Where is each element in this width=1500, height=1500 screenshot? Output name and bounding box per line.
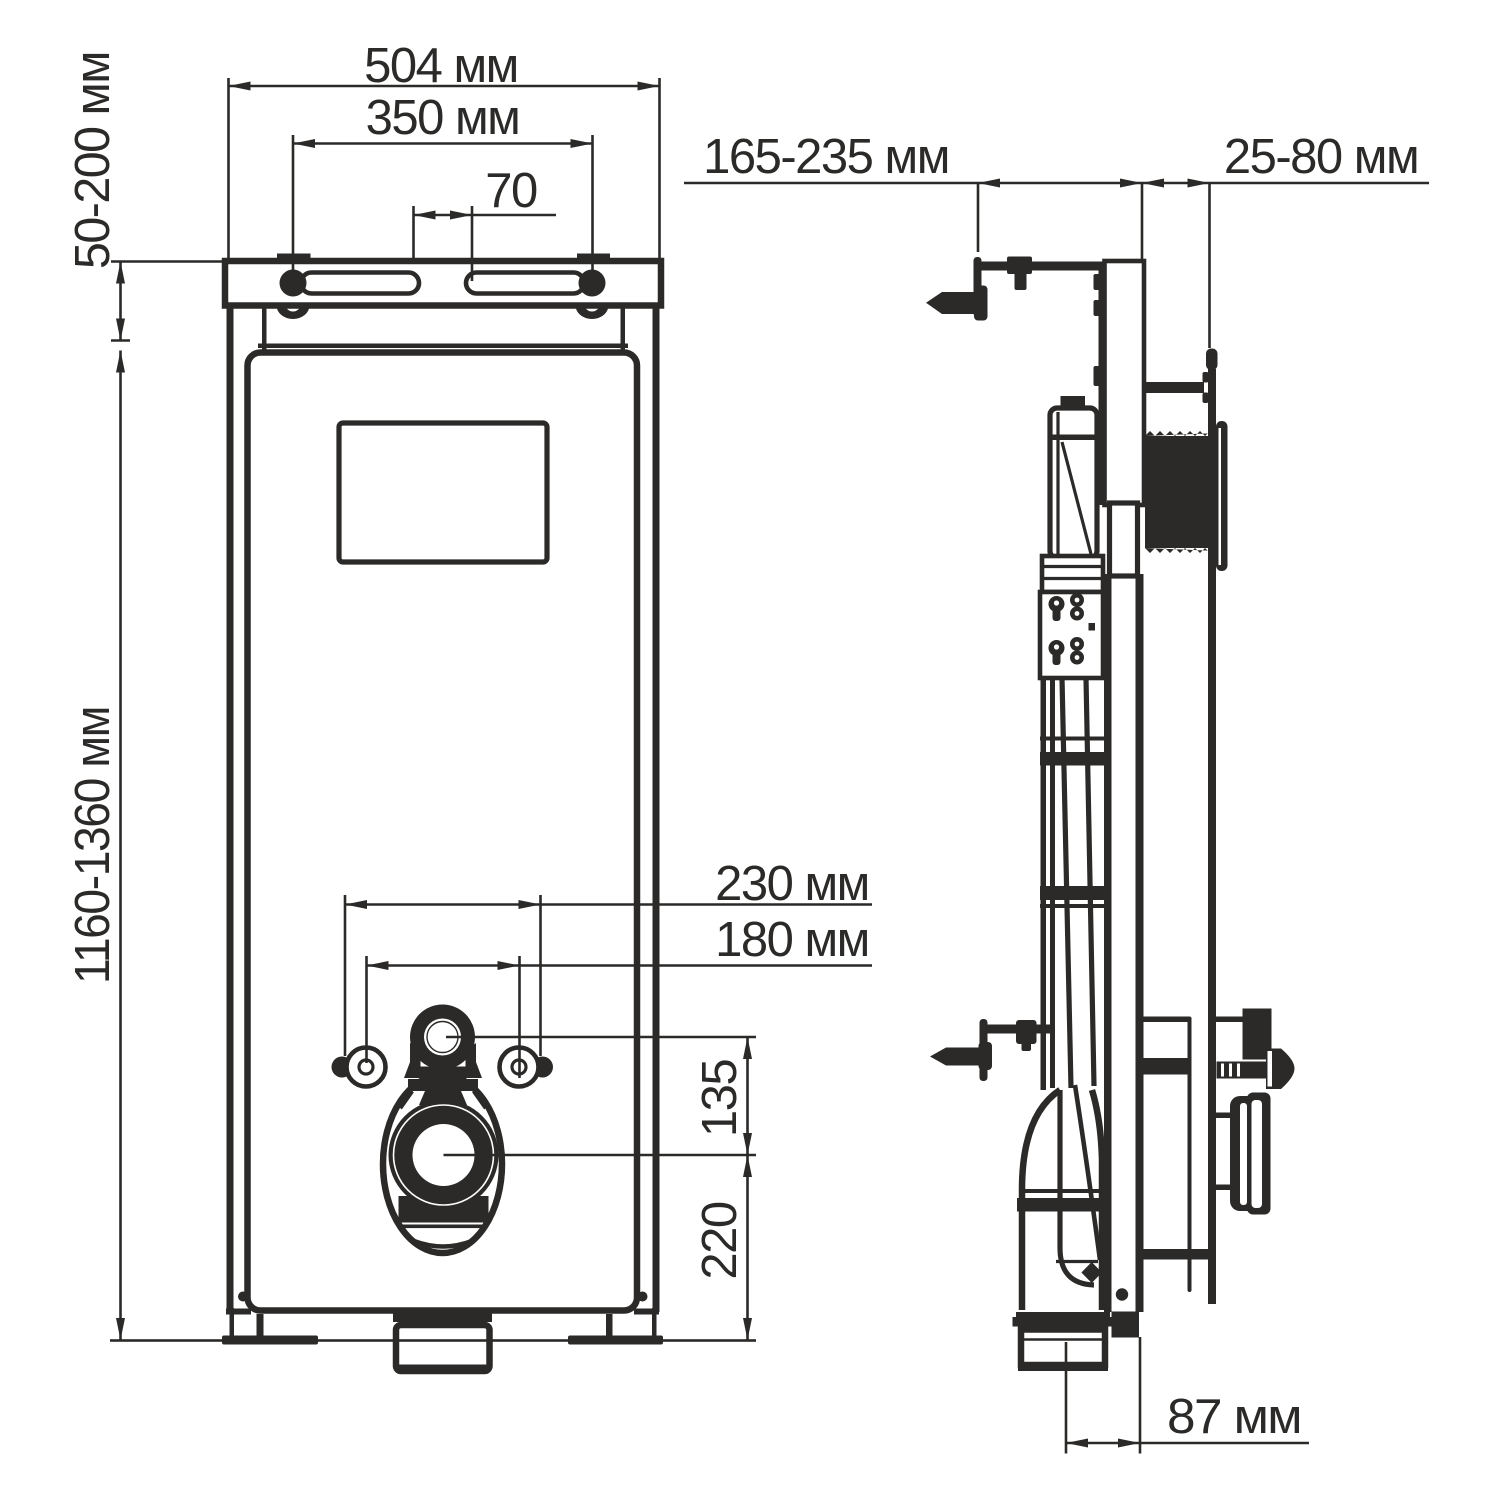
- svg-text:165-235 мм: 165-235 мм: [703, 130, 949, 184]
- svg-text:135: 135: [693, 1060, 747, 1138]
- svg-text:87 мм: 87 мм: [1167, 1390, 1301, 1444]
- svg-text:230 мм: 230 мм: [715, 857, 869, 911]
- svg-text:180 мм: 180 мм: [715, 913, 869, 967]
- svg-text:504 мм: 504 мм: [364, 39, 518, 93]
- svg-text:70: 70: [485, 164, 537, 218]
- svg-text:25-80 мм: 25-80 мм: [1224, 130, 1418, 184]
- svg-text:220: 220: [693, 1202, 747, 1280]
- svg-text:350 мм: 350 мм: [366, 91, 520, 145]
- svg-text:1160-1360 мм: 1160-1360 мм: [66, 707, 120, 984]
- svg-text:50-200 мм: 50-200 мм: [66, 52, 120, 269]
